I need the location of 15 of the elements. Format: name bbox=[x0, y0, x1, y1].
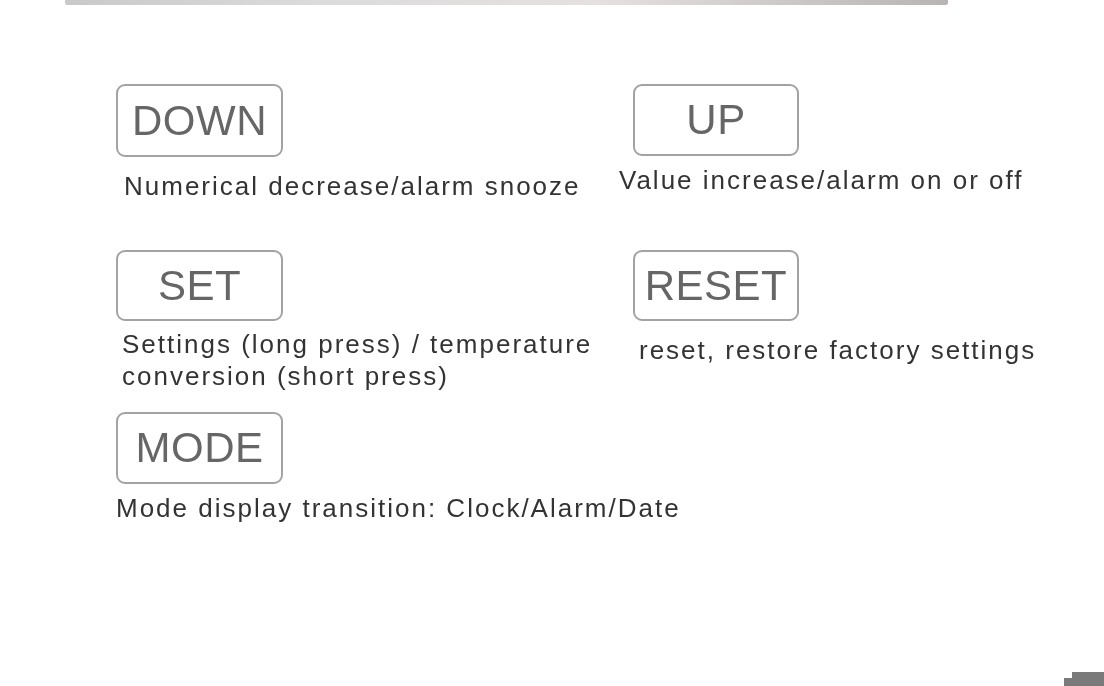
key-label: DOWN bbox=[132, 99, 267, 142]
key-button-drawing bbox=[116, 412, 283, 484]
key-button-drawing bbox=[633, 84, 799, 156]
key-button-drawing bbox=[116, 84, 283, 157]
key-description: Mode display transition: Clock/Alarm/Date bbox=[116, 492, 681, 524]
key-description: reset, restore factory settings bbox=[639, 334, 1037, 366]
key-description: Value increase/alarm on or off bbox=[619, 164, 1024, 196]
key-description: Settings (long press) / temperature conversion (short press) bbox=[122, 328, 594, 392]
key-label: RESET bbox=[644, 264, 788, 307]
key-label: MODE bbox=[135, 427, 264, 469]
key-label: UP bbox=[686, 99, 746, 141]
key-button-drawing bbox=[633, 250, 799, 321]
key-button-drawing bbox=[116, 250, 283, 321]
key-description: Numerical decrease/alarm snooze bbox=[124, 170, 581, 202]
key-label: SET bbox=[157, 264, 242, 307]
